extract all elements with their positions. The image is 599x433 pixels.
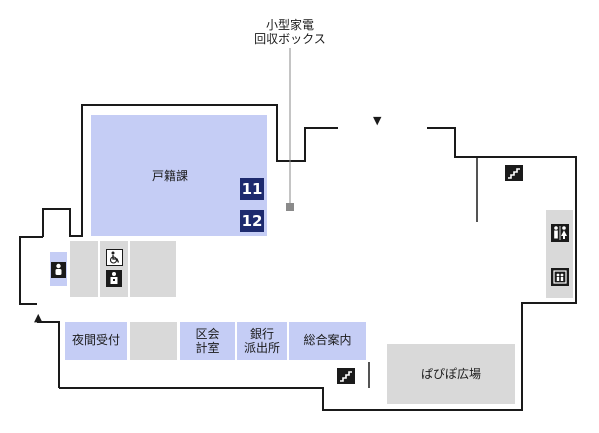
entrance-arrow-top: ▼ (373, 114, 382, 127)
callout-line2: 回収ボックス (254, 32, 326, 46)
ostomate-toilet-icon[interactable] (106, 270, 122, 287)
counter-11[interactable]: 11 (240, 178, 264, 200)
left-wall-stub (19, 236, 43, 305)
gray-room-b (130, 241, 176, 297)
outer-wall-upper (42, 104, 338, 237)
ward-council-line2: 計室 (195, 341, 220, 355)
night-reception-room[interactable] (65, 322, 127, 360)
restroom-icon[interactable] (551, 224, 569, 242)
ward-council-line1: 区会 (195, 327, 220, 341)
outer-wall-left (37, 321, 60, 388)
outer-wall-right (59, 127, 577, 411)
recycle-box-marker[interactable] (286, 203, 294, 211)
entrance-arrow-left: ▲ (34, 311, 43, 324)
callout-line1: 小型家電 (265, 18, 314, 32)
bank-line1: 銀行 (249, 327, 274, 341)
ward-council-label: 区会 計室 (180, 327, 235, 355)
nursing-room-icon[interactable] (51, 262, 66, 278)
recycle-box-callout: 小型家電 回収ボックス (245, 18, 335, 46)
multipurpose-toilet-icon[interactable] (551, 268, 569, 286)
papipupe-plaza-label: ぱぴぽ広場 (420, 367, 481, 381)
bank-room[interactable] (237, 322, 287, 360)
wheelchair-icon[interactable] (106, 249, 123, 266)
papipupe-plaza-room[interactable] (387, 344, 515, 404)
stairs-icon[interactable] (505, 165, 523, 181)
gray-room-c (130, 322, 177, 360)
stairs-icon[interactable] (337, 368, 355, 384)
ward-council-room[interactable] (180, 322, 235, 360)
gray-room-a (70, 241, 98, 297)
night-reception-label: 夜間受付 (71, 333, 120, 347)
bank-line2: 派出所 (243, 341, 280, 355)
family-register-room[interactable] (91, 115, 267, 236)
family-register-label: 戸籍課 (152, 169, 189, 183)
general-info-label: 総合案内 (303, 333, 352, 347)
counter-12[interactable]: 12 (240, 210, 264, 232)
bank-label: 銀行 派出所 (237, 327, 287, 355)
general-info-room[interactable] (289, 322, 366, 360)
